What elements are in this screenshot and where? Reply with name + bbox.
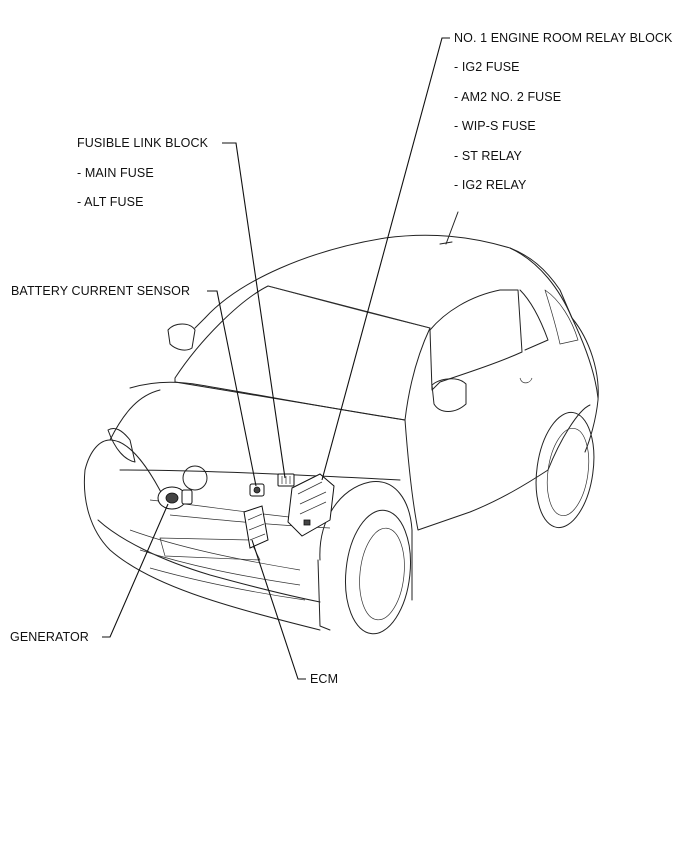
fusible-link-block-label: FUSIBLE LINK BLOCK: [77, 136, 209, 150]
ecm-label: ECM: [310, 672, 338, 686]
fusible-link-leader: [222, 142, 286, 479]
fusible-item-main-fuse: - MAIN FUSE: [77, 166, 154, 180]
fusible-item-alt-fuse: - ALT FUSE: [77, 195, 144, 209]
ecm-leader: [251, 539, 306, 680]
generator-label: GENERATOR: [10, 630, 89, 644]
relay-item-st-relay: - ST RELAY: [454, 149, 522, 163]
leader-lines: [102, 37, 450, 680]
relay-item-ig2-relay: - IG2 RELAY: [454, 178, 527, 192]
battery-sensor-icon: [249, 483, 265, 497]
relay-block-label: NO. 1 ENGINE ROOM RELAY BLOCK: [454, 31, 673, 45]
generator-icon: [157, 486, 193, 510]
relay-item-am2-fuse: - AM2 NO. 2 FUSE: [454, 90, 561, 104]
fusible-link-block-icon: [277, 473, 295, 487]
generator-leader: [102, 503, 169, 638]
ecm-icon: [243, 505, 269, 549]
relay-block-icon: [287, 473, 335, 537]
battery-sensor-leader: [207, 290, 257, 487]
battery-current-sensor-label: BATTERY CURRENT SENSOR: [11, 284, 190, 298]
relay-block-leader: [321, 37, 450, 481]
relay-item-wip-s-fuse: - WIP-S FUSE: [454, 119, 536, 133]
car-illustration-icon: [83, 211, 599, 635]
relay-item-ig2-fuse: - IG2 FUSE: [454, 60, 520, 74]
